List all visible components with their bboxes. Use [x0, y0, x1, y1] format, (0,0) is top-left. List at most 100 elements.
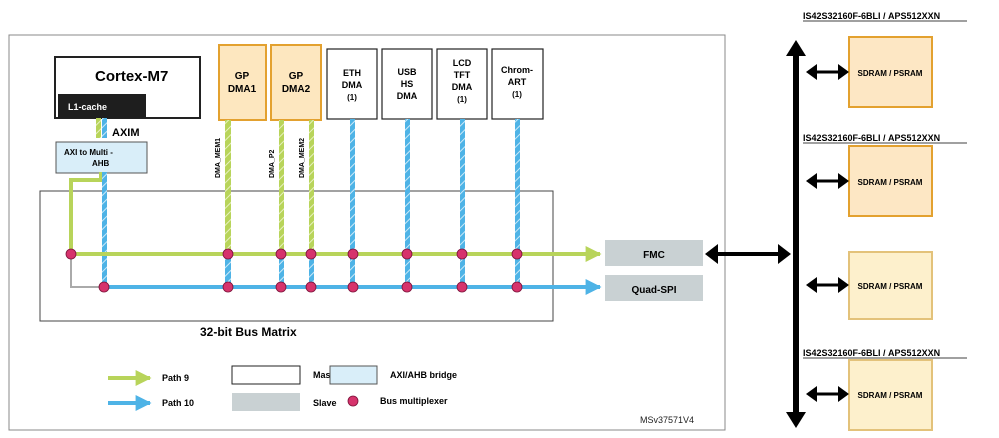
- part-label-3-prefix: IS42S32160F-6BLI /: [803, 348, 888, 358]
- legend-mux-label: Bus multiplexer: [380, 396, 448, 406]
- path10-gp-dma2-p2: [279, 255, 284, 287]
- mux-dot: [347, 281, 359, 293]
- part-label-2-suffix: APS512XXN: [888, 133, 940, 143]
- part-label-1: IS42S32160F-6BLI / APS512XXN: [803, 11, 940, 21]
- mux-dot: [305, 281, 317, 293]
- fmc-link-arrow-right: [778, 244, 791, 264]
- path10-cpu-route: [102, 172, 107, 287]
- memory-chip-4: SDRAM / PSRAM: [848, 359, 933, 431]
- axi-bridge-line1: AXI to Multi -: [64, 148, 113, 157]
- memory-bus-arrow-up: [786, 40, 806, 56]
- mux-dot: [456, 281, 468, 293]
- path10-lcd: [460, 119, 465, 287]
- memory-chip-1-label: SDRAM / PSRAM: [858, 69, 923, 78]
- eth-dma-line1: ETH: [343, 68, 361, 78]
- path10-chromart: [515, 119, 520, 287]
- chip-link-arrows: [806, 64, 849, 402]
- chip-link-2-right: [838, 173, 849, 189]
- mux-dot: [222, 248, 234, 260]
- legend-path10-label: Path 10: [162, 398, 194, 408]
- l1-cache-box: [58, 94, 146, 118]
- part-label-2-prefix: IS42S32160F-6BLI /: [803, 133, 888, 143]
- chip-link-4-right: [838, 386, 849, 402]
- gp-dma2-box: [270, 44, 322, 121]
- part-label-1-prefix: IS42S32160F-6BLI /: [803, 11, 888, 21]
- chrom-art-line1: Chrom-: [501, 65, 533, 75]
- memory-chip-3-body: [848, 251, 933, 320]
- lcd-tft-dma-line4: (1): [457, 95, 467, 104]
- path9-gp-dma2-p2: [279, 120, 284, 255]
- mux-dot: [401, 281, 413, 293]
- mux-dot: [98, 281, 110, 293]
- usb-hs-dma-line1: USB: [397, 67, 417, 77]
- path9-axim-stub: [96, 118, 101, 138]
- path10-gp-dma2-mem2: [309, 255, 314, 287]
- gp-dma1-line2: DMA1: [228, 84, 257, 95]
- path10-usb: [405, 119, 410, 287]
- fmc-label: FMC: [643, 250, 665, 261]
- part-label-2: IS42S32160F-6BLI / APS512XXN: [803, 133, 940, 143]
- mux-dot: [347, 248, 359, 260]
- memory-chip-2: SDRAM / PSRAM: [848, 145, 933, 217]
- legend-master-swatch: [231, 365, 301, 385]
- mux-dot: [511, 248, 523, 260]
- mux-dot: [305, 248, 317, 260]
- gp-dma2-line2: DMA2: [282, 84, 311, 95]
- chrom-art-line3: (1): [512, 90, 522, 99]
- lcd-tft-dma-line1: LCD: [453, 58, 472, 68]
- quad-spi-label: Quad-SPI: [631, 285, 676, 296]
- mux-dot: [511, 281, 523, 293]
- chrom-art-line2: ART: [508, 77, 527, 87]
- legend-mux-swatch: [347, 395, 359, 407]
- path10-eth-low: [350, 255, 355, 287]
- memory-chip-4-body: [848, 359, 933, 431]
- mux-link: [70, 254, 104, 288]
- memory-bus-arrow-down: [786, 412, 806, 428]
- part-label-1-suffix: APS512XXN: [888, 11, 940, 21]
- gp-dma1-line1: GP: [235, 71, 250, 82]
- path10-gp-dma1: [225, 255, 231, 287]
- bus-matrix-label: 32-bit Bus Matrix: [200, 325, 297, 339]
- fmc-link-arrow-left: [705, 244, 718, 264]
- lcd-tft-dma-line3: DMA: [452, 82, 473, 92]
- usb-hs-dma-line2: HS: [401, 79, 414, 89]
- legend-slave-label: Slave: [313, 398, 337, 408]
- quad-spi-box: [605, 275, 703, 301]
- lcd-tft-dma-line2: TFT: [454, 70, 471, 80]
- legend-path9-label: Path 9: [162, 373, 189, 383]
- cortex-m7-title: Cortex-M7: [95, 68, 168, 85]
- path10-eth: [350, 119, 355, 255]
- legend-master-label: Master: [313, 370, 343, 380]
- mux-dot: [65, 248, 77, 260]
- axim-label: AXIM: [112, 127, 140, 139]
- chip-link-1-right: [838, 64, 849, 80]
- chip-link-4-left: [806, 386, 817, 402]
- chrom-art-box: [491, 48, 544, 120]
- l1-cache-label: L1-cache: [68, 102, 107, 112]
- mux-dot: [275, 248, 287, 260]
- bus-multiplexers: [65, 248, 523, 293]
- path9-cpu-route: [69, 172, 103, 254]
- memory-chip-2-label: SDRAM / PSRAM: [858, 178, 923, 187]
- path9-gp-dma1: [225, 120, 231, 255]
- eth-dma-line2: DMA: [342, 80, 363, 90]
- chip-link-2-left: [806, 173, 817, 189]
- mux-dot: [401, 248, 413, 260]
- legend-bridge-label: AXI/AHB bridge: [390, 370, 457, 380]
- chip-link-1-left: [806, 64, 817, 80]
- mux-dot: [456, 248, 468, 260]
- memory-chip-1-body: [848, 36, 933, 108]
- dma-mem1-label: DMA_MEM1: [215, 138, 222, 178]
- mux-dot: [222, 281, 234, 293]
- memory-chip-4-label: SDRAM / PSRAM: [858, 391, 923, 400]
- path10-axim-stub: [102, 118, 107, 138]
- memory-chip-1: SDRAM / PSRAM: [848, 36, 933, 108]
- legend-bridge-swatch: [329, 365, 378, 385]
- mux-dot: [275, 281, 287, 293]
- memory-chip-3-label: SDRAM / PSRAM: [858, 282, 923, 291]
- axi-bridge-box: [55, 141, 148, 174]
- reference-code: MSv37571V4: [640, 415, 694, 425]
- axi-bridge-line2: AHB: [92, 159, 110, 168]
- chip-link-3-left: [806, 277, 817, 293]
